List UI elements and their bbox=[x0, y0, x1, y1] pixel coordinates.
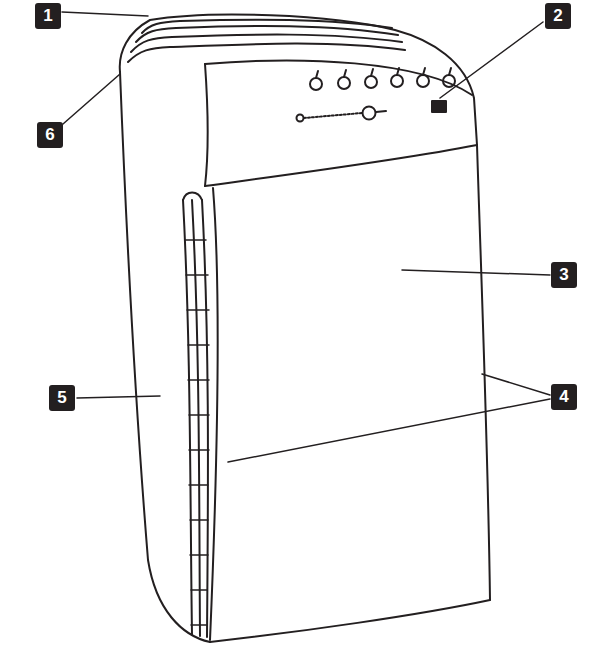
side-edge bbox=[120, 72, 210, 642]
side-grille bbox=[192, 200, 200, 636]
side-grille bbox=[183, 193, 202, 201]
slider bbox=[297, 107, 387, 122]
grille-ribs bbox=[185, 240, 209, 625]
leader-lines bbox=[62, 12, 550, 462]
front-left-edge-top bbox=[205, 64, 208, 186]
top-cap-outline bbox=[120, 15, 477, 145]
display bbox=[432, 101, 446, 112]
bottom-edge bbox=[210, 600, 490, 642]
side-grille bbox=[183, 200, 192, 635]
control-face-bottom bbox=[205, 145, 477, 186]
side-grille bbox=[202, 200, 208, 637]
control-face-edge bbox=[205, 61, 472, 95]
callout-number: 4 bbox=[551, 384, 577, 410]
control-buttons bbox=[310, 68, 455, 90]
top-grille bbox=[131, 35, 402, 52]
front-panel-edge bbox=[477, 145, 490, 600]
top-grille bbox=[136, 26, 398, 42]
callout-number: 2 bbox=[545, 3, 571, 29]
callout-number: 6 bbox=[37, 122, 63, 148]
callout-number: 1 bbox=[35, 3, 61, 29]
top-grille bbox=[142, 20, 392, 33]
callout-number: 3 bbox=[551, 262, 577, 288]
front-panel-edge bbox=[210, 188, 218, 640]
top-grille bbox=[128, 44, 405, 62]
callout-number: 5 bbox=[49, 385, 75, 411]
